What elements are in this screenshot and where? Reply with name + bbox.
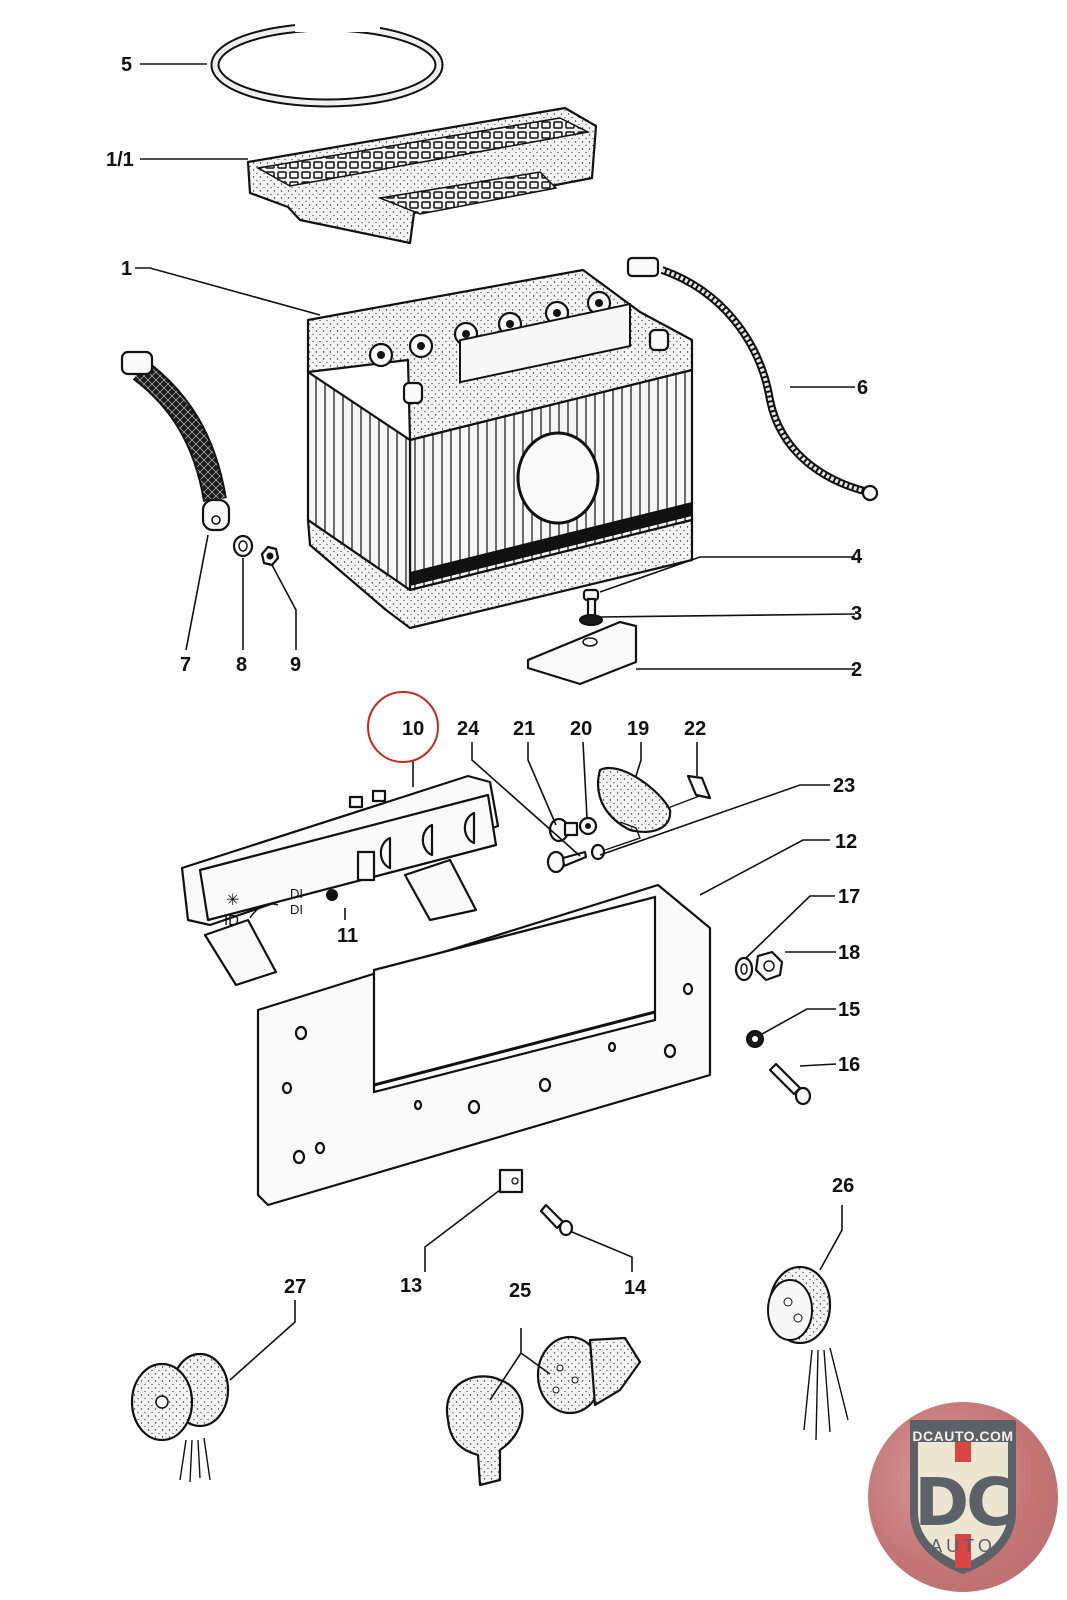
callout-12[interactable]: 12 <box>835 831 857 853</box>
callout-11[interactable]: 11 <box>337 925 358 947</box>
callout-3[interactable]: 3 <box>851 603 862 625</box>
ring-strap-part <box>210 20 444 108</box>
callout-6[interactable]: 6 <box>857 377 868 399</box>
callout-27[interactable]: 27 <box>284 1276 306 1298</box>
screw-24-part <box>546 850 588 874</box>
connector-27-part <box>130 1352 230 1483</box>
callout-10-highlight-circle <box>367 691 439 763</box>
callout-9[interactable]: 9 <box>290 654 301 676</box>
svg-text:DI: DI <box>290 902 303 917</box>
callout-24[interactable]: 24 <box>457 718 480 740</box>
plate-holes <box>281 982 694 1165</box>
plug-socket-25-part <box>445 1335 642 1487</box>
callout-15[interactable]: 15 <box>838 999 860 1021</box>
washer-8-part <box>232 534 254 558</box>
dcauto-watermark-logo: DCAUTO.COM DC AUTO <box>868 1402 1058 1592</box>
callout-25[interactable]: 25 <box>509 1280 531 1302</box>
callout-8[interactable]: 8 <box>236 654 247 676</box>
callout-16[interactable]: 16 <box>838 1054 860 1076</box>
bolt-4-part <box>582 588 600 619</box>
callout-14[interactable]: 14 <box>624 1277 647 1299</box>
ground-strap-part <box>120 350 231 532</box>
mounting-plate-part <box>256 883 712 1207</box>
screw-16-part <box>768 1062 812 1106</box>
clip-nut-22-part <box>686 774 712 800</box>
callout-22[interactable]: 22 <box>684 718 706 740</box>
switch-icons: ✳ ID DI DI <box>224 811 476 929</box>
shield-icon <box>910 1420 1016 1574</box>
svg-text:ID: ID <box>224 912 239 929</box>
callout-labels: 5 1/1 1 6 7 8 9 4 3 2 10 11 24 21 20 19 … <box>106 54 868 1302</box>
nut-9-part <box>260 545 280 567</box>
callout-21[interactable]: 21 <box>513 718 535 740</box>
leader-lines <box>135 63 856 1401</box>
callout-7[interactable]: 7 <box>180 654 191 676</box>
svg-text:DI: DI <box>290 886 303 901</box>
logo-brand-text: DC <box>914 1464 1014 1541</box>
callout-4[interactable]: 4 <box>851 546 863 568</box>
callout-5[interactable]: 5 <box>121 54 132 76</box>
callout-23[interactable]: 23 <box>833 775 855 797</box>
nut-18-part <box>754 950 784 982</box>
svg-text:✳: ✳ <box>226 892 239 909</box>
logo-sub-text: AUTO <box>930 1536 996 1556</box>
callout-2[interactable]: 2 <box>851 659 862 681</box>
clamp-2-part <box>526 620 638 686</box>
screw-21-part <box>548 817 579 843</box>
connector-26-part <box>767 1265 849 1441</box>
battery-part <box>306 268 694 630</box>
callout-19[interactable]: 19 <box>627 718 649 740</box>
callout-1[interactable]: 1 <box>121 258 132 280</box>
washer-3-part <box>579 614 603 626</box>
washer-23-part <box>590 821 641 861</box>
logo-url-text: DCAUTO.COM <box>912 1428 1014 1444</box>
callout-18[interactable]: 18 <box>838 942 860 964</box>
bracket-19-part <box>597 767 703 833</box>
callout-20[interactable]: 20 <box>570 718 592 740</box>
screw-14-part <box>539 1203 574 1237</box>
washer-20-part <box>578 816 598 836</box>
callout-17[interactable]: 17 <box>838 886 860 908</box>
callout-13[interactable]: 13 <box>400 1275 422 1297</box>
callout-10[interactable]: 10 <box>402 718 424 740</box>
battery-cover-part <box>246 106 598 245</box>
callout-26[interactable]: 26 <box>832 1175 854 1197</box>
positive-cable-part <box>626 256 879 502</box>
speed-nut-13-part <box>498 1168 524 1194</box>
toothed-nut-15-part <box>746 1030 764 1048</box>
washer-17-part <box>734 956 754 982</box>
callout-1-1[interactable]: 1/1 <box>106 149 134 171</box>
switch-panel-part: ✳ ID DI DI <box>180 774 500 987</box>
